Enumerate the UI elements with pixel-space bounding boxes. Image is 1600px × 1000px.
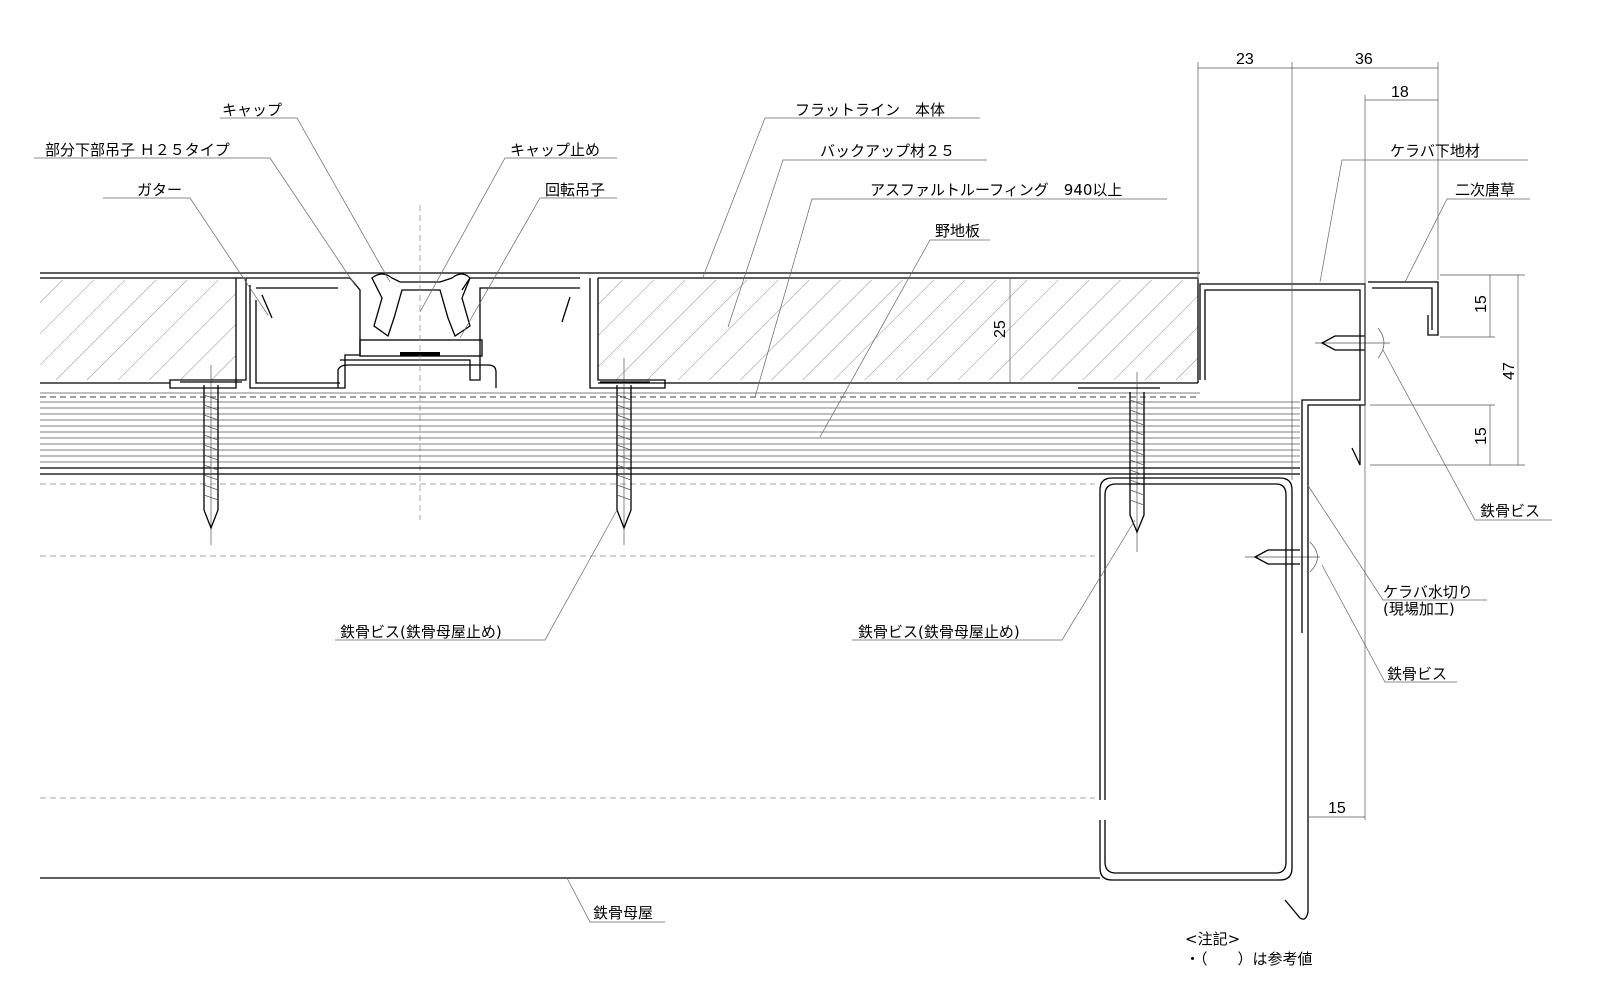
screw-side-lower xyxy=(1245,541,1320,573)
sheathing-board xyxy=(40,272,1200,384)
dim-23: 23 xyxy=(1236,51,1254,68)
dim-47: 47 xyxy=(1501,362,1518,380)
dim-15-bottom: 15 xyxy=(1328,800,1346,817)
dim-25: 25 xyxy=(992,320,1009,338)
label-purlin-screw-left: 鉄骨ビス(鉄骨母屋止め) xyxy=(340,623,502,641)
notes-line-1: ・（ ）は参考値 xyxy=(1185,950,1313,968)
leader-lines xyxy=(34,117,1552,923)
label-verge-flashing: ケラバ水切り xyxy=(1383,583,1473,601)
cap xyxy=(359,205,483,520)
screw-2 xyxy=(600,358,650,545)
label-verge-base: ケラバ下地材 xyxy=(1390,142,1480,160)
dim-36: 36 xyxy=(1355,51,1373,68)
gutter-profiles xyxy=(169,277,666,389)
label-flatline-body: フラットライン 本体 xyxy=(795,101,945,119)
label-sheathing: 野地板 xyxy=(935,222,980,240)
label-secondary-karakusa: 二次唐草 xyxy=(1455,181,1515,199)
label-verge-flashing-note: (現場加工) xyxy=(1383,600,1455,618)
notes-title: <注記> xyxy=(1185,930,1240,948)
label-purlin: 鉄骨母屋 xyxy=(593,904,653,922)
screw-1 xyxy=(180,365,242,545)
label-cap: キャップ xyxy=(222,101,282,119)
roofing-layers xyxy=(40,392,1300,799)
screw-3 xyxy=(1078,372,1160,552)
dim-15-mid: 15 xyxy=(1473,427,1490,445)
label-rotating-clip: 回転吊子 xyxy=(545,181,605,199)
label-purlin-screw-right: 鉄骨ビス(鉄骨母屋止め) xyxy=(858,623,1020,641)
dim-18: 18 xyxy=(1391,84,1409,101)
label-steel-screw-2: 鉄骨ビス xyxy=(1387,665,1447,683)
label-backup: バックアップ材２５ xyxy=(820,142,955,160)
label-cap-stopper: キャップ止め xyxy=(510,141,600,159)
dim-15-top: 15 xyxy=(1473,295,1490,313)
label-partial-clip: 部分下部吊子 Ｈ２５タイプ xyxy=(45,141,230,159)
dimension-lines xyxy=(1009,62,1525,820)
label-steel-screw-1: 鉄骨ビス xyxy=(1480,502,1540,520)
screw-side-upper xyxy=(1315,327,1390,359)
steel-purlin xyxy=(40,477,1293,881)
label-asphalt-roofing: アスファルトルーフィング 940以上 xyxy=(870,181,1122,199)
label-gutter: ガター xyxy=(137,181,182,199)
